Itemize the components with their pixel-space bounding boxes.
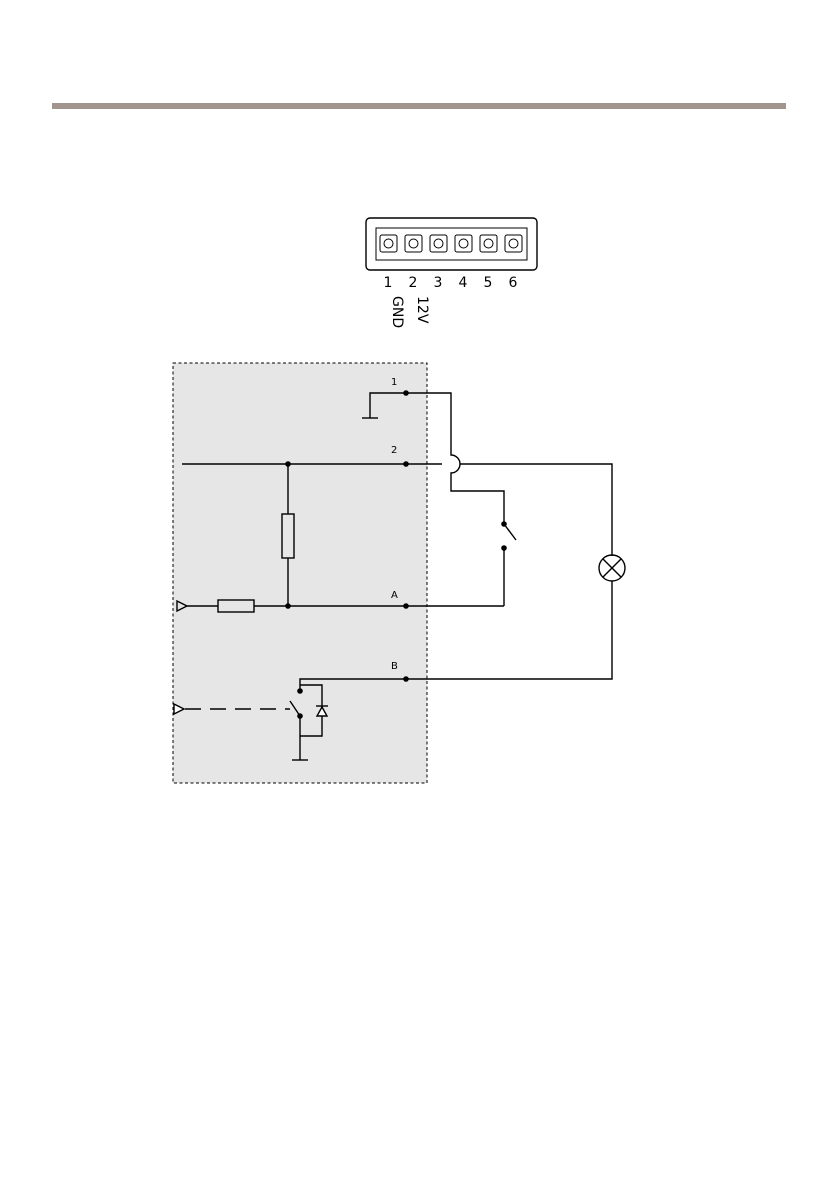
pin-number-2: 2 [409,275,418,291]
connector-diagram [366,218,537,270]
node-label-b: B [391,661,398,672]
pin-number-1: 1 [384,275,393,291]
pin-number-4: 4 [459,275,468,291]
pin-number-6: 6 [509,275,518,291]
connector-pin-2 [405,235,422,252]
connector-pin-6 [505,235,522,252]
connector-pin-numbers: 1 2 3 4 5 6 [384,275,518,291]
node-label-2: 2 [391,445,397,456]
schematic-diagram: 1 2 A B [173,363,625,783]
pin-number-3: 3 [434,275,443,291]
connector-pin-3 [430,235,447,252]
connector-inner-outline [376,228,527,260]
node-label-1: 1 [391,377,397,388]
pin-number-5: 5 [484,275,493,291]
external-switch [504,524,516,540]
connector-pin-4 [455,235,472,252]
pin-function-gnd: GND [389,296,405,328]
connector-pin-1 [380,235,397,252]
node-label-a: A [391,590,398,601]
lamp-icon [599,555,625,581]
lamp-to-b-wire [406,581,612,679]
connector-pins [380,235,522,252]
pin-function-12v: 12V [414,296,430,324]
connector-pin-5 [480,235,497,252]
connector-body [366,218,537,270]
